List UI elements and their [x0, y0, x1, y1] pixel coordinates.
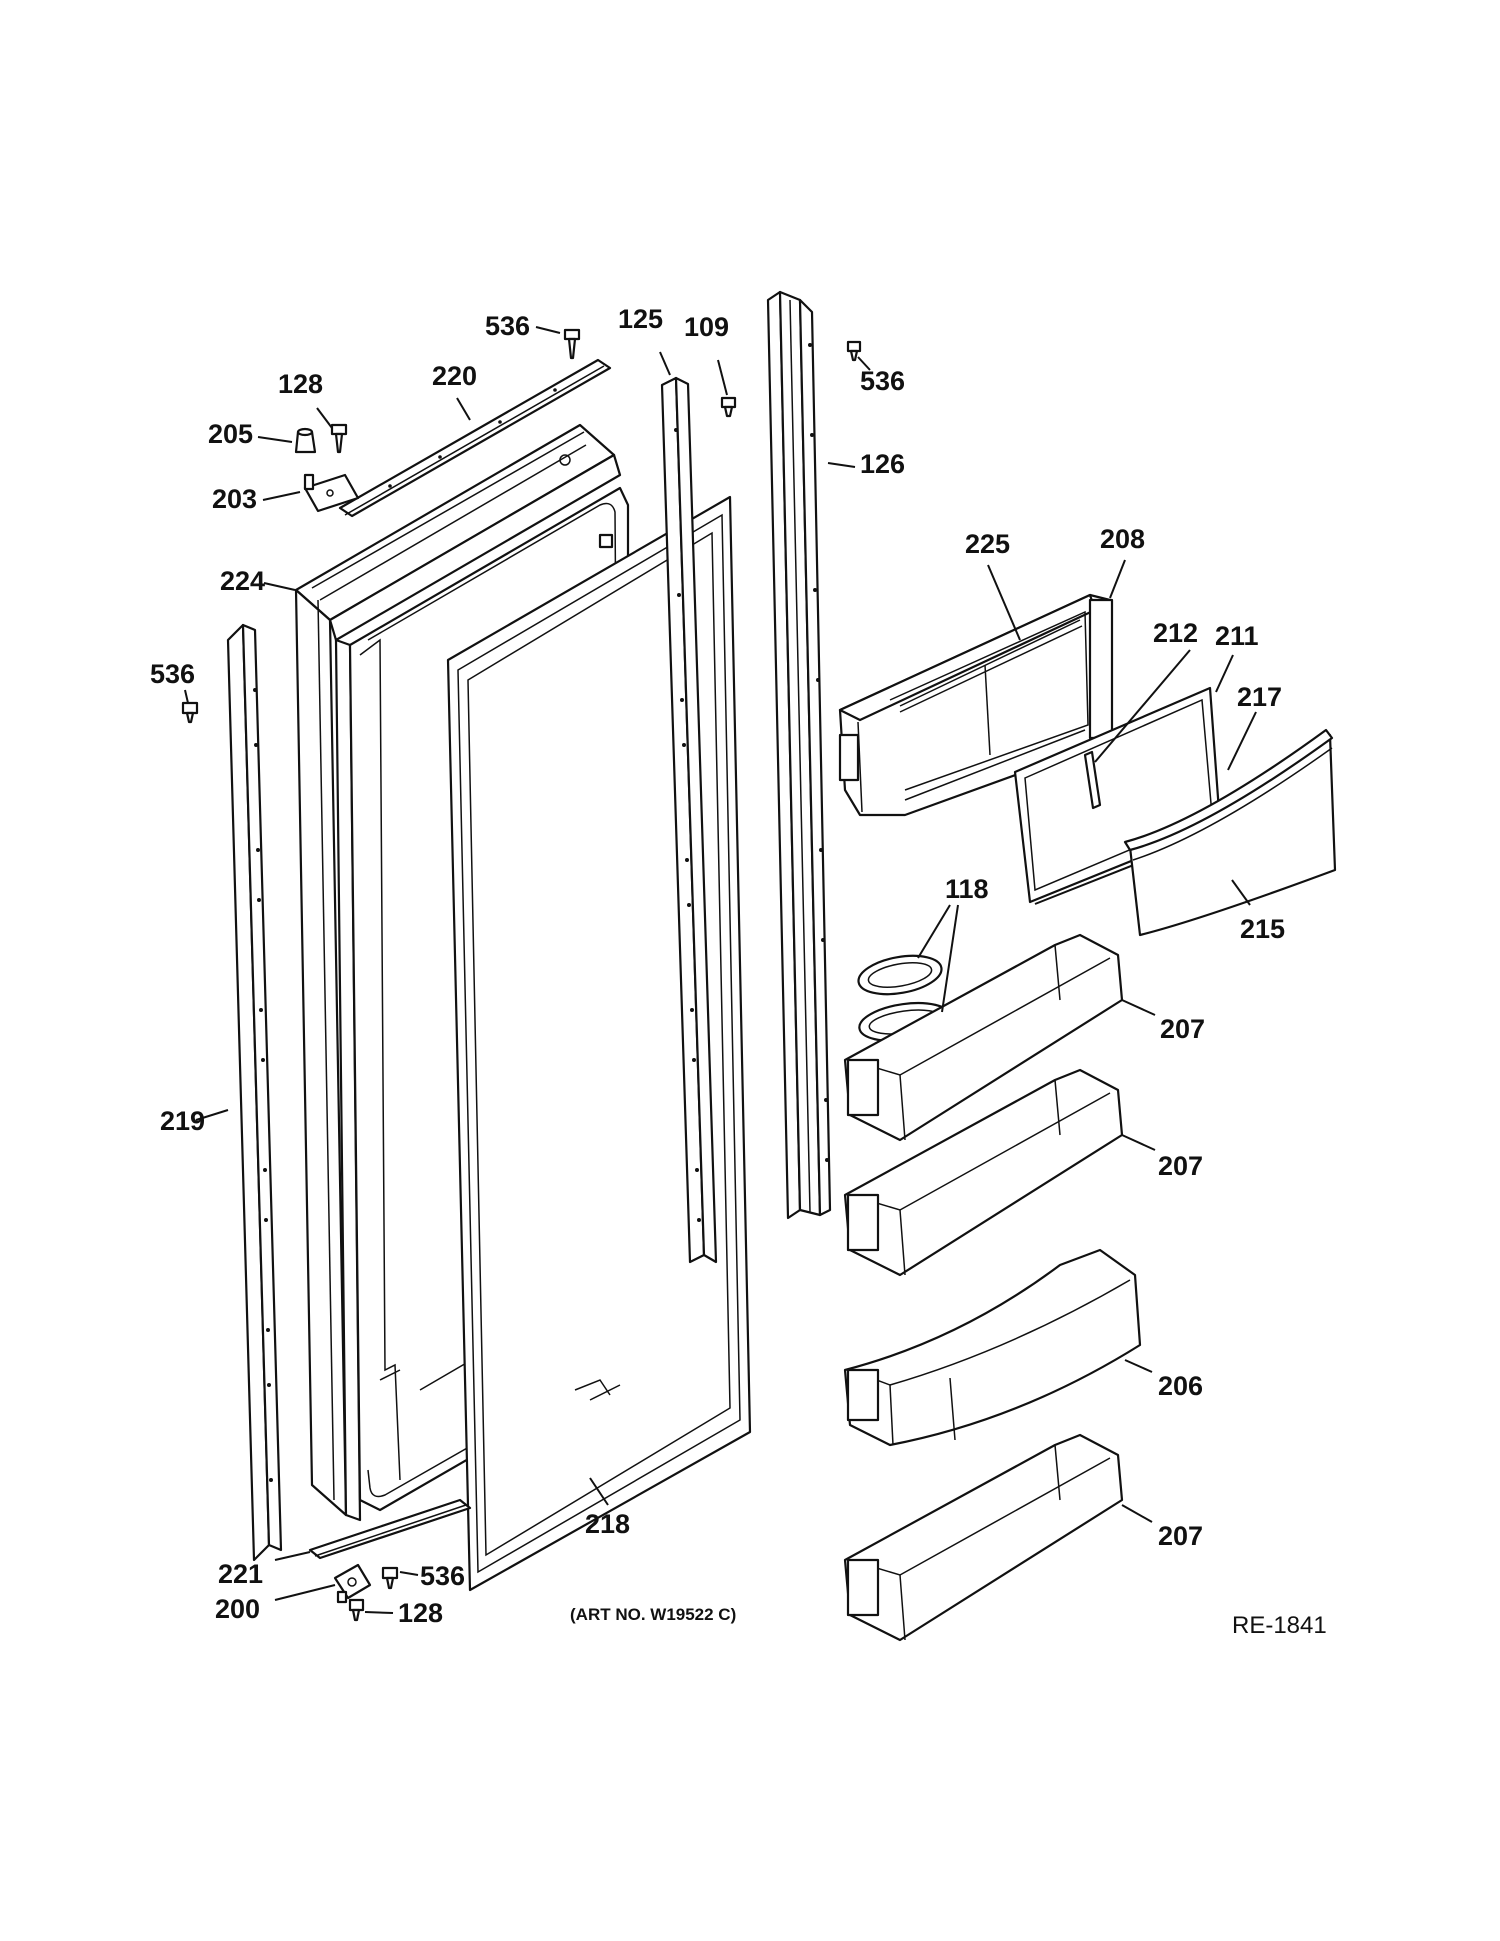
part-126-channel: [766, 290, 832, 1220]
art-number: (ART NO. W19522 C): [570, 1605, 736, 1624]
callout-218: 218: [585, 1509, 630, 1539]
callout-206: 206: [1158, 1371, 1203, 1401]
callout-217: 217: [1237, 682, 1282, 712]
callout-224: 224: [220, 566, 265, 596]
callout-221: 221: [218, 1559, 263, 1589]
part-536-screw-left: [181, 701, 199, 724]
part-207-bin-2: [843, 1068, 1124, 1277]
callout-labels: 536 125 109 536 128 220 205 126 203 225 …: [150, 304, 1285, 1628]
callout-215: 215: [1240, 914, 1285, 944]
part-225-dispenser-trim: [899, 619, 1086, 801]
part-224-door-frame: [294, 423, 622, 1522]
callout-207-a: 207: [1160, 1014, 1205, 1044]
callout-211: 211: [1215, 621, 1259, 651]
part-206-bin: [843, 1248, 1142, 1447]
part-536-screw-bottom: [381, 1566, 399, 1590]
part-203-top-hinge: [303, 473, 360, 513]
callout-225: 225: [965, 529, 1010, 559]
part-128-screw-top: [330, 423, 348, 454]
callout-536-right: 536: [860, 366, 905, 396]
callout-200: 200: [215, 1594, 260, 1624]
part-536-screw-right: [846, 340, 862, 362]
part-109-screw: [720, 396, 737, 418]
part-212-lever: [1083, 750, 1102, 810]
part-128-screw-bottom: [348, 1598, 365, 1622]
part-221-bottom-strip: [308, 1498, 472, 1560]
callout-125: 125: [618, 304, 663, 334]
part-207-bin-3: [843, 1433, 1124, 1642]
part-200-bottom-hinge: [333, 1563, 372, 1604]
callout-207-b: 207: [1158, 1151, 1203, 1181]
part-220-top-strip: [338, 358, 612, 518]
callout-203: 203: [212, 484, 257, 514]
callout-536-left: 536: [150, 659, 195, 689]
part-205-bushing: [294, 427, 317, 454]
part-125-bracket: [660, 376, 718, 1264]
callout-536-top: 536: [485, 311, 530, 341]
callout-212: 212: [1153, 618, 1198, 648]
callout-109: 109: [684, 312, 729, 342]
callout-128-top: 128: [278, 369, 323, 399]
part-219-trim-strip: [226, 623, 283, 1562]
callout-128-bottom: 128: [398, 1598, 443, 1628]
callout-118: 118: [945, 874, 989, 904]
part-536-screw-top: [563, 328, 581, 360]
part-217-cover-trim: [1123, 728, 1334, 852]
callout-536-bottom: 536: [420, 1561, 465, 1591]
leader-lines: [184, 326, 1257, 1614]
callout-220: 220: [432, 361, 477, 391]
callout-207-c: 207: [1158, 1521, 1203, 1551]
callout-219: 219: [160, 1106, 205, 1136]
callout-205: 205: [208, 419, 253, 449]
drawing-reference: RE-1841: [1232, 1612, 1327, 1639]
callout-126: 126: [860, 449, 905, 479]
part-207-bin-1: [843, 933, 1124, 1142]
callout-208: 208: [1100, 524, 1145, 554]
